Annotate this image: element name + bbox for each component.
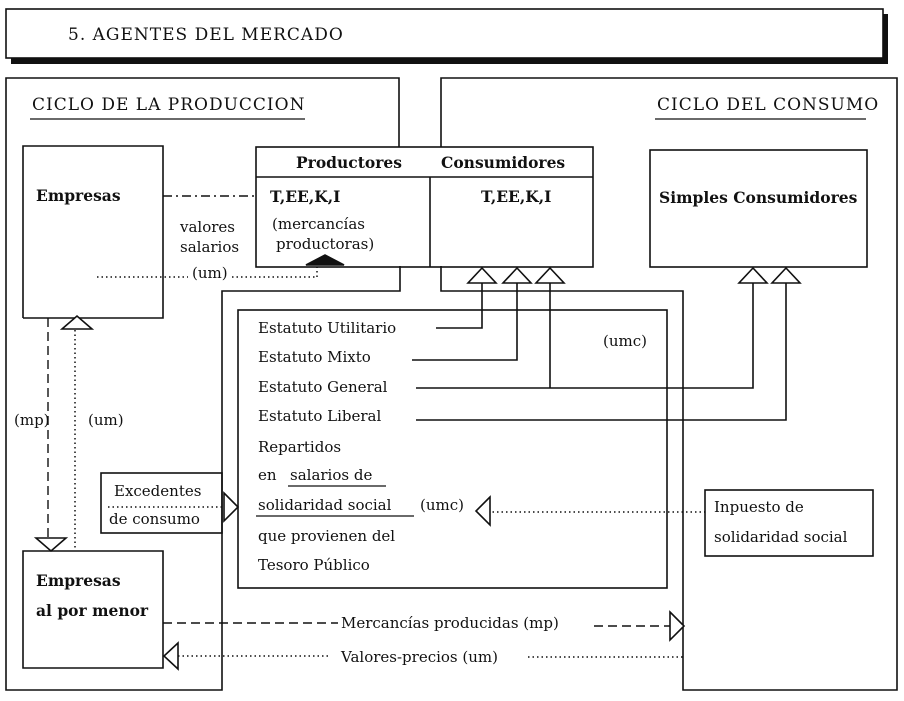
liberal-arrowhead [770, 266, 802, 284]
repartidos-text: Repartidos [258, 438, 341, 456]
tesoro-text: Tesoro Público [258, 556, 370, 574]
en-text: en [258, 466, 277, 484]
consumption-cycle-label: CICLO DEL CONSUMO [657, 95, 879, 115]
salarios-label: salarios [180, 238, 239, 256]
page-title: 5. AGENTES DEL MERCADO [68, 25, 344, 45]
impuesto-label-2: solidaridad social [714, 528, 848, 546]
productores-black-arrowhead [305, 254, 345, 266]
statutes-box [237, 309, 668, 589]
mixto-arrowhead [501, 266, 533, 284]
general-arrowhead [534, 266, 566, 284]
statutes-list: Estatuto Utilitario Estatuto Mixto Estat… [256, 319, 647, 574]
valores-label: valores [179, 218, 235, 236]
statute-general: Estatuto General [258, 378, 388, 396]
um-left-label: (um) [88, 411, 124, 429]
salarios-de-text: salarios de [290, 466, 372, 484]
statute-utilitario: Estatuto Utilitario [258, 319, 396, 337]
excedentes-box [100, 472, 223, 534]
statute-liberal: Estatuto Liberal [258, 407, 381, 425]
mercancias-arrowhead [669, 610, 686, 642]
utilitario-arrowhead [466, 266, 498, 284]
mercancias-label: Mercancías producidas (mp) [341, 614, 559, 632]
empresas-label: Empresas [36, 186, 121, 205]
consumidores-factors: T,EE,K,I [481, 187, 551, 206]
productores-factors: T,EE,K,I [270, 187, 340, 206]
impuesto-arrowhead [474, 495, 491, 527]
consumidores-label: Consumidores [441, 153, 565, 172]
productores-note-2: productoras) [276, 235, 374, 253]
impuesto-box [704, 489, 874, 557]
empresas-menor-label-1: Empresas [36, 571, 121, 590]
mp-left-label: (mp) [14, 411, 50, 429]
umc-box-label: (umc) [603, 332, 647, 350]
production-cycle-label: CICLO DE LA PRODUCCION [32, 95, 305, 115]
empresas-menor-box [22, 550, 164, 669]
impuesto-label-1: Inpuesto de [714, 498, 804, 516]
solidaridad-text: solidaridad social [258, 496, 392, 514]
valores-precios-arrowhead [162, 641, 179, 671]
statute-connectors [412, 266, 802, 421]
productores-note-1: (mercancías [272, 215, 365, 233]
simples-consumidores-label: Simples Consumidores [659, 188, 858, 207]
general-simple-arrowhead [737, 266, 769, 284]
valores-precios-label: Valores-precios (um) [340, 648, 498, 666]
simples-consumidores-box [649, 149, 868, 268]
um-top-label: (um) [192, 264, 228, 282]
mp-down-arrowhead [33, 537, 69, 553]
empresas-box [22, 145, 164, 319]
provienen-text: que provienen del [258, 527, 395, 545]
umc-inline-text: (umc) [420, 496, 464, 514]
excedentes-label-2: de consumo [109, 510, 200, 528]
productores-label: Productores [296, 153, 402, 172]
excedentes-arrowhead [223, 491, 240, 523]
production-cycle-frame [5, 77, 401, 691]
title-banner: 5. AGENTES DEL MERCADO [5, 8, 888, 64]
statute-mixto: Estatuto Mixto [258, 348, 371, 366]
excedentes-label-1: Excedentes [114, 482, 201, 500]
empresas-menor-label-2: al por menor [36, 601, 149, 620]
um-up-arrowhead [59, 314, 95, 330]
productores-consumidores-box: Productores Consumidores T,EE,K,I (merca… [255, 146, 594, 268]
